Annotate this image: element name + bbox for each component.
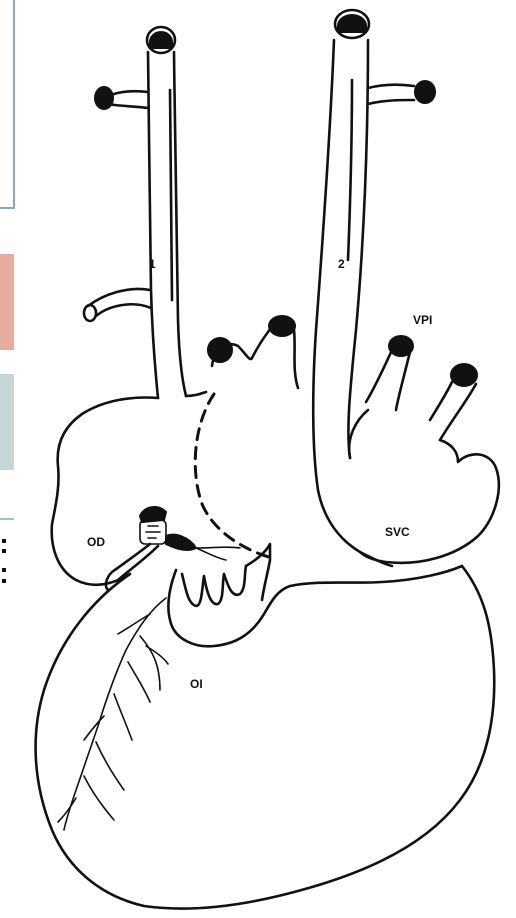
frame-box-edge	[0, 0, 14, 208]
colon-dot	[2, 579, 6, 583]
pulmonary-vein-right	[430, 382, 476, 440]
papillary-fingers	[182, 566, 246, 606]
aortic-vessel-opening-left	[208, 338, 232, 362]
colon-dot	[2, 539, 6, 543]
right-atrium	[52, 392, 272, 585]
septal-dashed-line	[195, 394, 272, 558]
lower-branch-opening	[84, 305, 96, 321]
label-svc: SVC	[385, 525, 410, 539]
label-oi: OI	[190, 677, 203, 691]
label-vpi: VPI	[413, 313, 432, 327]
label-vessel-2: 2	[338, 257, 345, 271]
pulmonary-veins	[349, 336, 499, 563]
right-atrium-outline	[52, 398, 158, 585]
coronary-branches	[58, 614, 168, 822]
vessel-1-left-wall	[148, 52, 158, 398]
vessel-1-inner-line	[170, 90, 172, 300]
chordae-lines	[196, 547, 240, 560]
vessel-2	[313, 10, 435, 552]
label-od: OD	[87, 535, 105, 549]
coronary-main-trunk	[64, 598, 166, 830]
pulmonary-vein-left	[366, 350, 410, 410]
atrial-roof-line	[186, 392, 206, 396]
valve-leaflet	[166, 535, 196, 550]
vessel-2-side-branch-opening	[415, 81, 435, 103]
ventricles	[36, 544, 495, 909]
diagram-labels: 1 2 VPI OD SVC OI	[87, 257, 432, 691]
lower-branch-vessel	[88, 289, 151, 316]
vessel-1-top-cap	[150, 32, 172, 48]
vessel-2-top-cap	[338, 15, 366, 32]
ventricular-septal-outline	[168, 566, 462, 646]
upper-branch-vessel	[108, 91, 148, 108]
pulmonary-vein-right-opening	[451, 364, 477, 386]
aortic-vessel-opening-right	[269, 316, 295, 336]
grey-panel	[0, 374, 14, 470]
salmon-panel	[0, 254, 14, 350]
aortic-root-vessels	[208, 316, 298, 388]
coronary-artery-tree	[58, 598, 168, 830]
upper-branch-opening	[95, 87, 113, 109]
vessel-2-inner-line	[348, 80, 352, 260]
label-vessel-1: 1	[149, 257, 156, 271]
colon-dot	[2, 549, 6, 553]
valve-inner-strands	[146, 526, 160, 538]
left-atrium-outline	[349, 410, 499, 563]
vessel-2-side-branch	[368, 85, 414, 104]
chordae-band	[106, 544, 158, 590]
heart-outer-outline	[36, 566, 495, 909]
vessel-1	[84, 27, 186, 398]
svc-lower-wall	[360, 552, 392, 566]
vessel-1-right-wall	[174, 52, 186, 396]
pulmonary-vein-left-opening	[389, 336, 413, 356]
colon-dot	[2, 568, 6, 572]
left-edge-slide-fragments	[0, 0, 14, 583]
